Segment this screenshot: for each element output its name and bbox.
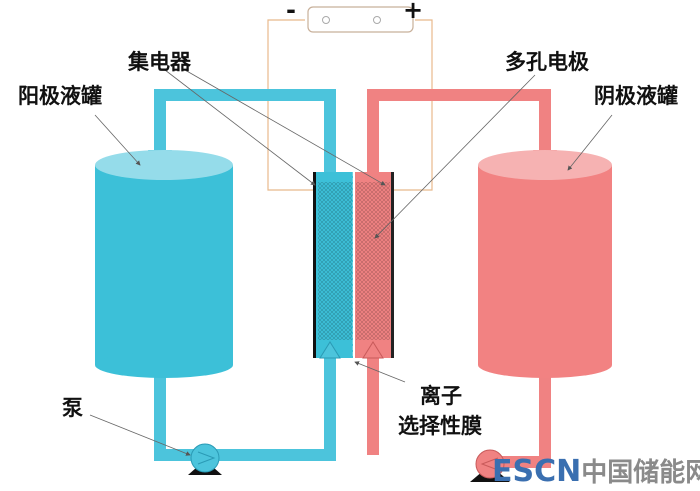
power-source: [307, 6, 414, 33]
cathode-tank: [478, 150, 612, 378]
plus-terminal: +: [403, 0, 424, 24]
pump-right: [470, 449, 510, 482]
pump-label: 泵: [62, 396, 83, 420]
watermark-name: 中国储能网: [581, 458, 700, 488]
ion-label: 离子: [420, 384, 462, 408]
membrane-label: 选择性膜: [398, 414, 482, 438]
wire-right: [393, 19, 433, 191]
wire-left: [267, 19, 313, 191]
catholyte-pipes: [367, 89, 551, 468]
cell-stack: [313, 172, 394, 358]
collector-label: 集电器: [128, 50, 191, 74]
pump-left: [188, 443, 222, 475]
anode-tank-label: 阳极液罐: [18, 84, 102, 108]
watermark-brand: ESCN: [492, 454, 582, 489]
minus-terminal: -: [286, 0, 296, 24]
cathode-tank-label: 阴极液罐: [594, 84, 678, 108]
porous-electrode-label: 多孔电极: [505, 50, 589, 74]
anode-tank: [95, 150, 233, 378]
watermark: ESCN中国储能网: [492, 452, 700, 489]
